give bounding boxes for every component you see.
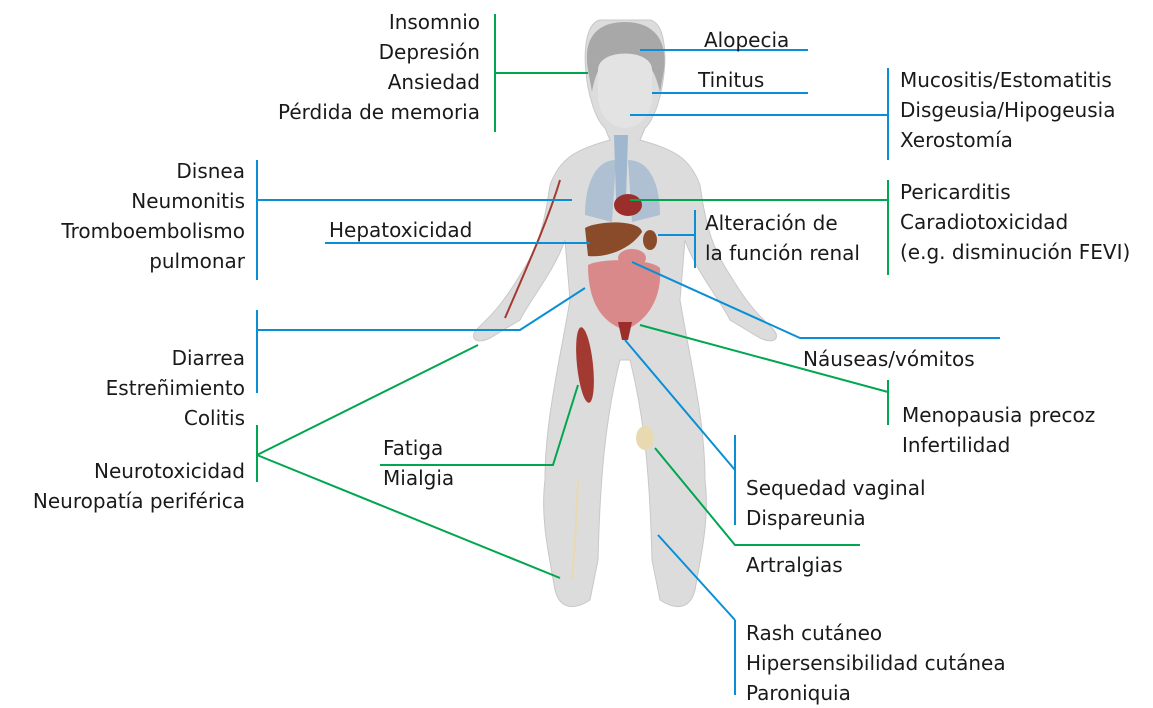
label-neumonitis: Neumonitis [0,186,245,216]
label-mucositis: Mucositis/Estomatitis [900,65,1115,95]
label-alteracion: Alteración de [705,208,860,238]
label-infertilidad: Infertilidad [902,430,1095,460]
label-colitis: Colitis [0,403,245,433]
label-tinitus: Tinitus [698,65,764,95]
psych-labels: Insomnio Depresión Ansiedad Pérdida de m… [240,7,480,127]
label-hipersensibilidad: Hipersensibilidad cutánea [746,648,1006,678]
vaginal-connector [625,340,735,525]
label-artralgias: Artralgias [746,550,843,580]
label-insomnio: Insomnio [240,7,480,37]
neuro-labels: Neurotoxicidad Neuropatía periférica [0,456,245,516]
label-nauseas: Náuseas/vómitos [803,344,975,374]
label-sequedad: Sequedad vaginal [746,473,926,503]
label-mialgia: Mialgia [383,463,454,493]
vaginal-labels: Sequedad vaginal Dispareunia [746,473,926,533]
label-menopausia: Menopausia precoz [902,400,1095,430]
label-pericarditis: Pericarditis [900,177,1130,207]
muscular-labels: Fatiga Mialgia [383,433,454,493]
label-xerostomia: Xerostomía [900,125,1115,155]
skin-labels: Rash cutáneo Hipersensibilidad cutánea P… [746,618,1006,708]
label-fevi: (e.g. disminución FEVI) [900,237,1130,267]
label-diarrea: Diarrea [0,343,245,373]
label-paroniquia: Paroniquia [746,678,1006,708]
gi-labels: Diarrea Estreñimiento Colitis [0,343,245,433]
label-disnea: Disnea [0,156,245,186]
label-rash: Rash cutáneo [746,618,1006,648]
label-neurotoxicidad: Neurotoxicidad [0,456,245,486]
label-disgeusia: Disgeusia/Hipogeusia [900,95,1115,125]
skin-connector [658,535,735,695]
label-perdida-memoria: Pérdida de memoria [240,97,480,127]
label-alopecia: Alopecia [704,25,789,55]
label-fatiga: Fatiga [383,433,454,463]
renal-connector [658,210,695,268]
reproductive-connector [640,325,888,425]
gi-connector [257,288,585,393]
label-tromboembolismo: Tromboembolismo [0,216,245,246]
label-depresion: Depresión [240,37,480,67]
label-pulmonar: pulmonar [0,246,245,276]
renal-labels: Alteración de la función renal [705,208,860,268]
label-funcion-renal: la función renal [705,238,860,268]
psych-connector [495,14,588,132]
oral-labels: Mucositis/Estomatitis Disgeusia/Hipogeus… [900,65,1115,155]
label-neuropatia: Neuropatía periférica [0,486,245,516]
label-estrenimiento: Estreñimiento [0,373,245,403]
reproductive-labels: Menopausia precoz Infertilidad [902,400,1095,460]
respiratory-labels: Disnea Neumonitis Tromboembolismo pulmon… [0,156,245,276]
label-ansiedad: Ansiedad [240,67,480,97]
label-cardiotoxicidad: Caradiotoxicidad [900,207,1130,237]
label-dispareunia: Dispareunia [746,503,926,533]
cardiac-labels: Pericarditis Caradiotoxicidad (e.g. dism… [900,177,1130,267]
label-hepatotoxicidad: Hepatoxicidad [329,215,472,245]
nausea-connector [632,262,1000,338]
